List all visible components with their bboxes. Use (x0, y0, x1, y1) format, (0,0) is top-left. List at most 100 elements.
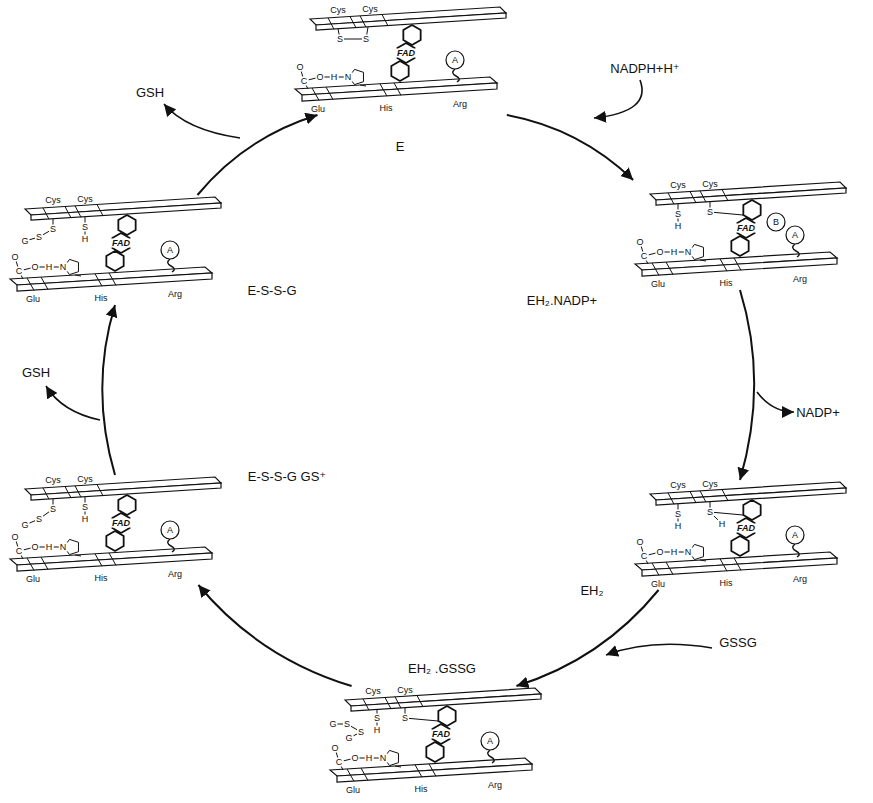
residue-label: A (486, 737, 494, 746)
cycle-arrow (507, 115, 633, 180)
cycle-arrow (516, 590, 658, 686)
residue-label: Arg (792, 575, 808, 584)
fad-ring (731, 536, 748, 556)
fad-ring (106, 531, 123, 551)
atom-label: O (635, 538, 644, 547)
strip-divider (395, 697, 401, 708)
chemical-bond (700, 260, 706, 261)
cofactor-label: FAD (736, 524, 756, 533)
strip-divider (722, 189, 728, 200)
strip-divider (41, 277, 48, 289)
atom-label: S (35, 233, 43, 242)
strip-divider (652, 563, 659, 575)
atom-label: H (365, 754, 374, 763)
atom-label: O (295, 63, 304, 72)
chemical-bond (710, 212, 743, 215)
residue-label: Cys (669, 181, 687, 190)
residue-label: His (379, 104, 394, 113)
atom-label: N (684, 248, 693, 257)
arg-side-chain (453, 69, 460, 82)
product-arrow (164, 104, 240, 138)
atom-label: S (336, 35, 344, 44)
atom-label: H (674, 222, 683, 231)
atom-label: N (684, 548, 693, 557)
arg-side-chain (793, 544, 800, 557)
product-arrow (46, 386, 100, 420)
strip-divider (720, 559, 727, 571)
strip-divider (109, 553, 116, 565)
strip-divider (95, 554, 102, 566)
atom-label: S (81, 503, 89, 512)
cycle-arrow (198, 115, 318, 195)
fad-ring (391, 61, 408, 81)
cofactor-label: FAD (736, 224, 756, 233)
strip-divider (97, 204, 103, 215)
atom-label: C (15, 547, 24, 556)
atom-label: N (59, 263, 68, 272)
strip-divider (415, 765, 422, 777)
strip-divider (394, 83, 401, 95)
strip-divider (700, 491, 706, 502)
state-label: E-S-S-G (246, 284, 297, 297)
atom-label: C (640, 252, 649, 261)
residue-label: Glu (650, 580, 666, 589)
enzyme-state: EH₂CysCysFADAGluHisArgSHSHOCOHN (630, 480, 850, 590)
residue-label: Arg (167, 570, 183, 579)
residue-label: A (451, 56, 459, 65)
residue-label: Cys (701, 180, 719, 189)
strip-divider (95, 274, 102, 286)
strip-divider (350, 16, 356, 27)
top-strip-edge (316, 13, 506, 30)
atom-label: S (674, 510, 682, 519)
site-circle (786, 226, 804, 244)
atom-label: S (343, 720, 351, 729)
residue-label: His (94, 294, 109, 303)
chemical-bond (360, 85, 366, 86)
bottom-strip-edge (642, 558, 837, 576)
strip-divider (690, 191, 696, 202)
residue-label: Glu (310, 105, 326, 114)
atom-label: S (81, 223, 89, 232)
atom-label: H (674, 522, 683, 531)
bottom-strip-edge (17, 553, 212, 571)
residue-label: Cys (361, 5, 379, 14)
bottom-strip-edge (17, 273, 212, 291)
site-circle (161, 521, 179, 539)
strip-divider (43, 488, 49, 499)
atom-label: H (718, 520, 727, 529)
atom-label: C (335, 758, 344, 767)
residue-label: A (791, 231, 799, 240)
atom-label: S (49, 225, 57, 234)
atom-label: G (20, 521, 29, 530)
residue-label: Cys (669, 481, 687, 490)
atom-label: N (379, 754, 388, 763)
residue-label: Glu (25, 295, 41, 304)
strip-divider (347, 769, 354, 781)
residue-label: Arg (167, 290, 183, 299)
atom-label: H (670, 548, 679, 557)
chemical-bond (710, 512, 743, 515)
atom-label: G (328, 720, 337, 729)
cofactor-label: FAD (396, 49, 416, 58)
arg-side-chain (793, 244, 800, 257)
atom-label: O (330, 744, 339, 753)
residue-label: Cys (76, 195, 94, 204)
strip-divider (690, 491, 696, 502)
top-strip-edge (656, 188, 846, 205)
metabolite-label: NADP+ (795, 406, 841, 419)
metabolite-label: NADPH+H⁺ (609, 62, 680, 75)
enzyme-state: EH₂ .GSSGCysCysFADAGluHisArgGSSGSHSOCOHN (325, 686, 545, 796)
state-label: EH₂.NADP+ (526, 294, 598, 307)
strip-divider (417, 695, 423, 706)
strip-divider (27, 278, 34, 290)
atom-label: O (315, 73, 324, 82)
atom-label: H (81, 235, 90, 244)
residue-label: Glu (25, 575, 41, 584)
atom-label: O (30, 263, 39, 272)
atom-label: O (655, 248, 664, 257)
strip-divider (734, 558, 741, 570)
chemical-bond (405, 718, 438, 721)
atom-label: G (344, 734, 353, 743)
